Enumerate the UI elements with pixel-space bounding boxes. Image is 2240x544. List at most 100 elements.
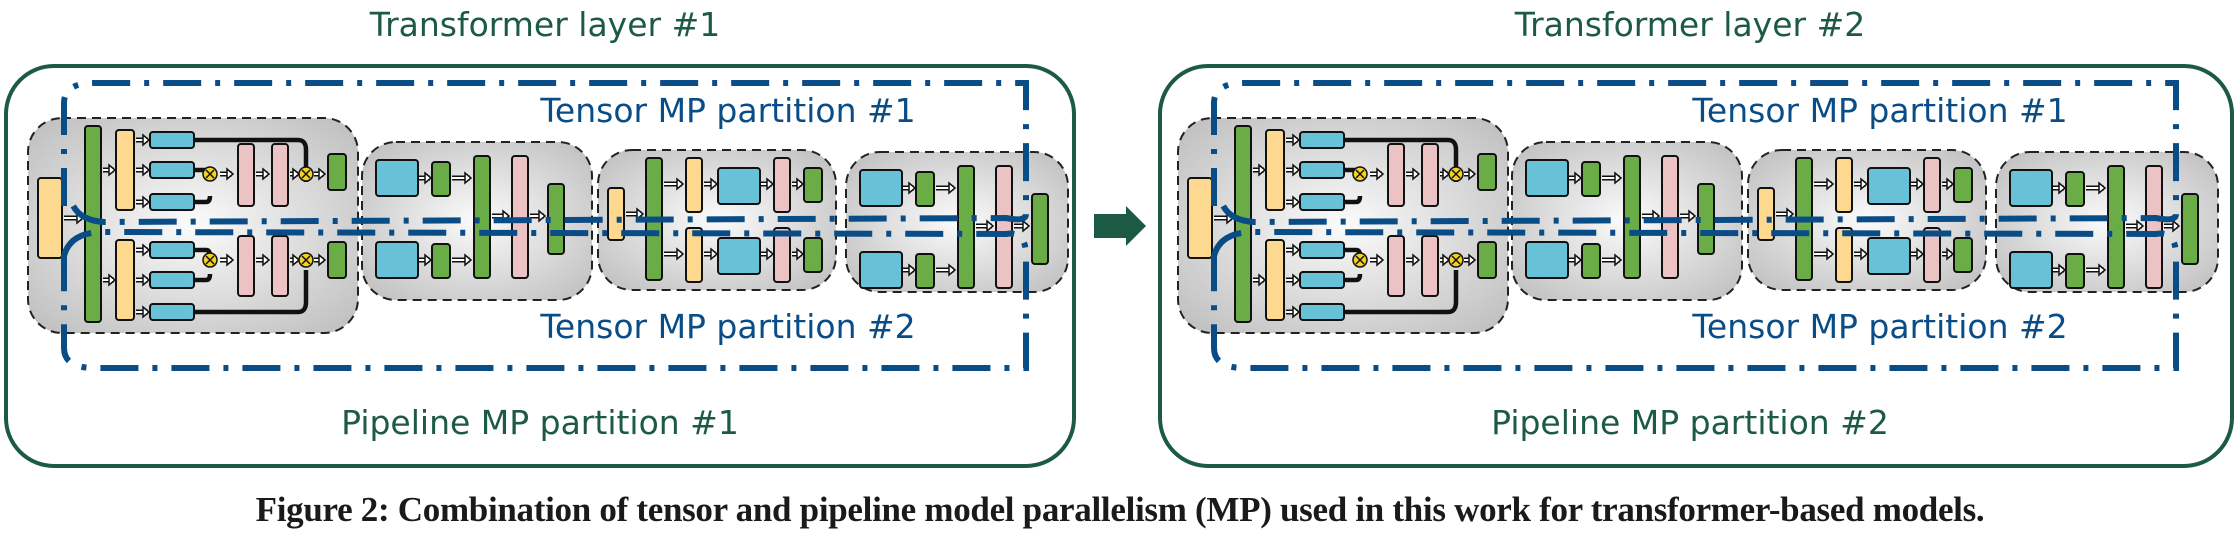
layernorm-block (957, 165, 975, 289)
input-block (1187, 177, 1213, 259)
linear-block (2009, 251, 2053, 289)
activation-block (431, 243, 451, 279)
projection-block (149, 161, 195, 179)
linear-block (1867, 167, 1911, 205)
output-block (327, 153, 347, 191)
model-blocks (1177, 117, 2219, 334)
tensor-partition-outlines (61, 80, 1029, 371)
projection-block (1299, 271, 1345, 289)
output-block (803, 237, 823, 273)
diagram: Transformer layer #1 Tensor MP partition… (4, 5, 2234, 468)
qkv-block (1835, 227, 1853, 283)
dropout-block (2145, 165, 2163, 289)
input-block (1757, 187, 1775, 241)
connection-line (1344, 195, 1363, 205)
qkv-block (685, 157, 703, 213)
pipeline-partition-label: Pipeline MP partition #1 (341, 403, 739, 442)
output-block (1953, 167, 1973, 203)
output-block (327, 241, 347, 279)
tensor-partition-2-label: Tensor MP partition #2 (1691, 307, 2067, 346)
right-arrow-icon (1094, 206, 1146, 246)
projection-block (149, 241, 195, 259)
layernorm-block (2107, 165, 2125, 289)
panel-transformer-layer-2: Transformer layer #2 Tensor MP partition… (1158, 5, 2234, 468)
linear-block (859, 169, 903, 207)
model-blocks (27, 117, 1069, 334)
tensor-partition-1-outline (61, 80, 1029, 226)
output-block (803, 167, 823, 203)
connection-line (194, 270, 309, 315)
activation-block (915, 171, 935, 207)
dropout-block (271, 143, 289, 207)
output-block (1477, 153, 1497, 191)
projection-block (1299, 161, 1345, 179)
activation-block (431, 161, 451, 197)
output-block (2181, 193, 2199, 265)
panel-title: Transformer layer #2 (1514, 5, 1865, 44)
projection-block (149, 271, 195, 289)
tensor-partition-2-outline (61, 228, 1029, 371)
qkv-block (685, 227, 703, 283)
softmax-block (1387, 235, 1405, 297)
connection-line (194, 195, 213, 205)
tensor-partition-1-label: Tensor MP partition #1 (539, 91, 915, 130)
softmax-block (1387, 143, 1405, 207)
linear-block (717, 237, 761, 275)
output-block (1953, 237, 1973, 273)
activation-block (915, 253, 935, 289)
input-block (607, 187, 625, 241)
dropout-block (773, 157, 791, 213)
output-block (1477, 241, 1497, 279)
pipeline-partition-border (4, 64, 1076, 468)
dropout-block (1923, 227, 1941, 283)
projection-block (149, 131, 195, 149)
activation-block (2065, 171, 2085, 207)
dropout-block (773, 227, 791, 283)
projection-block (1299, 131, 1345, 149)
dropout-block (1661, 155, 1679, 279)
tensor-partition-outlines (1211, 80, 2179, 371)
dropout-block (1923, 157, 1941, 213)
dropout-block (1421, 143, 1439, 207)
figure-caption: Figure 2: Combination of tensor and pipe… (255, 490, 1985, 529)
pipeline-partition-border (1158, 64, 2234, 468)
output-block (1031, 193, 1049, 265)
qkv-block (1265, 239, 1285, 321)
qkv-block (1835, 157, 1853, 213)
activation-block (1581, 161, 1601, 197)
tensor-partition-2-outline (1211, 228, 2179, 371)
tensor-partition-2-label: Tensor MP partition #2 (539, 307, 915, 346)
projection-block (1299, 193, 1345, 211)
projection-block (1299, 241, 1345, 259)
linear-block (375, 241, 419, 279)
layernorm-block (1623, 155, 1641, 279)
softmax-block (237, 143, 255, 207)
linear-block (1867, 237, 1911, 275)
panel-transformer-layer-1: Transformer layer #1 Tensor MP partition… (4, 5, 1076, 468)
dropout-block (511, 155, 529, 279)
projection-block (149, 303, 195, 321)
qkv-block (115, 239, 135, 321)
dropout-block (1421, 235, 1439, 297)
layernorm-block (473, 155, 491, 279)
linear-block (1525, 159, 1569, 197)
linear-block (2009, 169, 2053, 207)
tensor-partition-1-label: Tensor MP partition #1 (1691, 91, 2067, 130)
projection-block (1299, 303, 1345, 321)
output-block (547, 183, 565, 255)
layer-group (27, 117, 359, 334)
connection-line (194, 273, 213, 283)
input-block (37, 177, 63, 259)
activation-block (2065, 253, 2085, 289)
qkv-block (115, 129, 135, 211)
panel-title: Transformer layer #1 (369, 5, 720, 44)
dropout-block (271, 235, 289, 297)
tensor-partition-1-outline (1211, 80, 2179, 226)
activation-block (1581, 243, 1601, 279)
connection-line (194, 137, 309, 182)
pipeline-partition-label: Pipeline MP partition #2 (1491, 403, 1889, 442)
linear-block (375, 159, 419, 197)
connection-line (1344, 270, 1459, 315)
dropout-block (995, 165, 1013, 289)
linear-block (717, 167, 761, 205)
